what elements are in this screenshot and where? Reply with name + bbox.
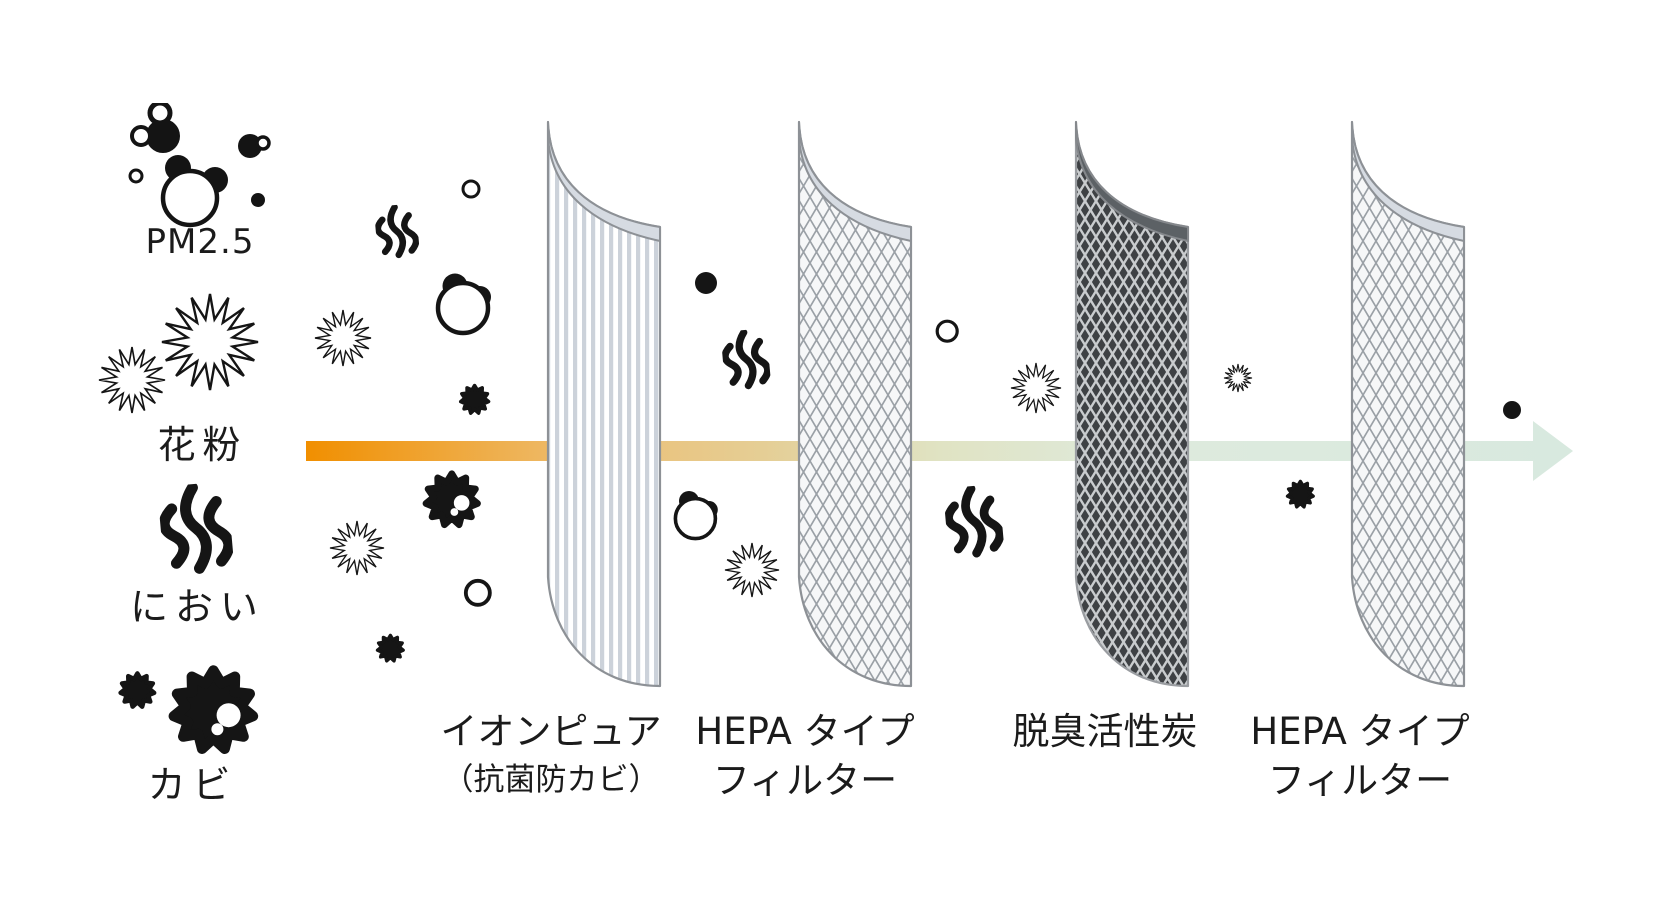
dot-icon: [695, 272, 717, 294]
pollen-icon: [1223, 363, 1253, 393]
mold-icon: [459, 384, 491, 416]
circle-icon: [464, 579, 492, 607]
molecule-icon: [435, 273, 491, 336]
filter-hepa-type-1: [797, 120, 913, 688]
label-odor: におい: [130, 585, 265, 629]
mold-icon: [422, 470, 482, 529]
pollen-icon: [724, 542, 780, 598]
filter-hepa-type-2: [1350, 120, 1466, 688]
filter-label-hepa-type-1: HEPA タイプフィルター: [695, 710, 914, 804]
filter-name: HEPA タイプ: [695, 710, 915, 753]
pollen-source-icon-large: [161, 293, 259, 391]
smoke-icon: [721, 329, 772, 390]
label-pm25: PM2.5: [145, 222, 255, 262]
filter-label-ion-pure: イオンピュア （抗菌防カビ）: [440, 710, 661, 800]
filter-subname: フィルター: [712, 759, 898, 803]
filter-ion-pure: [546, 120, 662, 688]
filter-name: HEPA タイプ: [1250, 710, 1470, 753]
filter-name: イオンピュア: [440, 710, 662, 753]
filter-subname: フィルター: [1267, 759, 1453, 803]
airflow-arrow: [306, 421, 1573, 481]
mold-icon: [375, 633, 405, 663]
pollen-icon: [329, 520, 385, 576]
filter-subname: （抗菌防カビ）: [442, 762, 660, 799]
filter-name: 脱臭活性炭: [1012, 710, 1198, 753]
pollen-icon: [314, 309, 372, 367]
smoke-icon: [374, 204, 420, 259]
filter-label-hepa-type-2: HEPA タイプフィルター: [1250, 710, 1469, 804]
circle-icon: [461, 179, 481, 199]
mold-source-icon-large: [168, 664, 258, 754]
label-pollen: 花粉: [157, 423, 248, 467]
dot-icon: [1503, 401, 1521, 419]
pollen-icon: [1010, 362, 1062, 414]
filter-activated-carbon: [1074, 120, 1190, 688]
odor-source-icon: [158, 482, 235, 575]
circle-icon: [935, 319, 959, 343]
mold-source-icon-small: [117, 670, 156, 709]
label-mold: カビ: [147, 763, 238, 807]
pollen-source-icon-small: [98, 346, 166, 414]
molecule-icon: [673, 491, 718, 541]
mold-icon: [1285, 479, 1315, 509]
smoke-icon: [944, 484, 1005, 558]
pm25-icon: [128, 103, 271, 228]
filter-label-activated-carbon: 脱臭活性炭: [1013, 710, 1198, 754]
